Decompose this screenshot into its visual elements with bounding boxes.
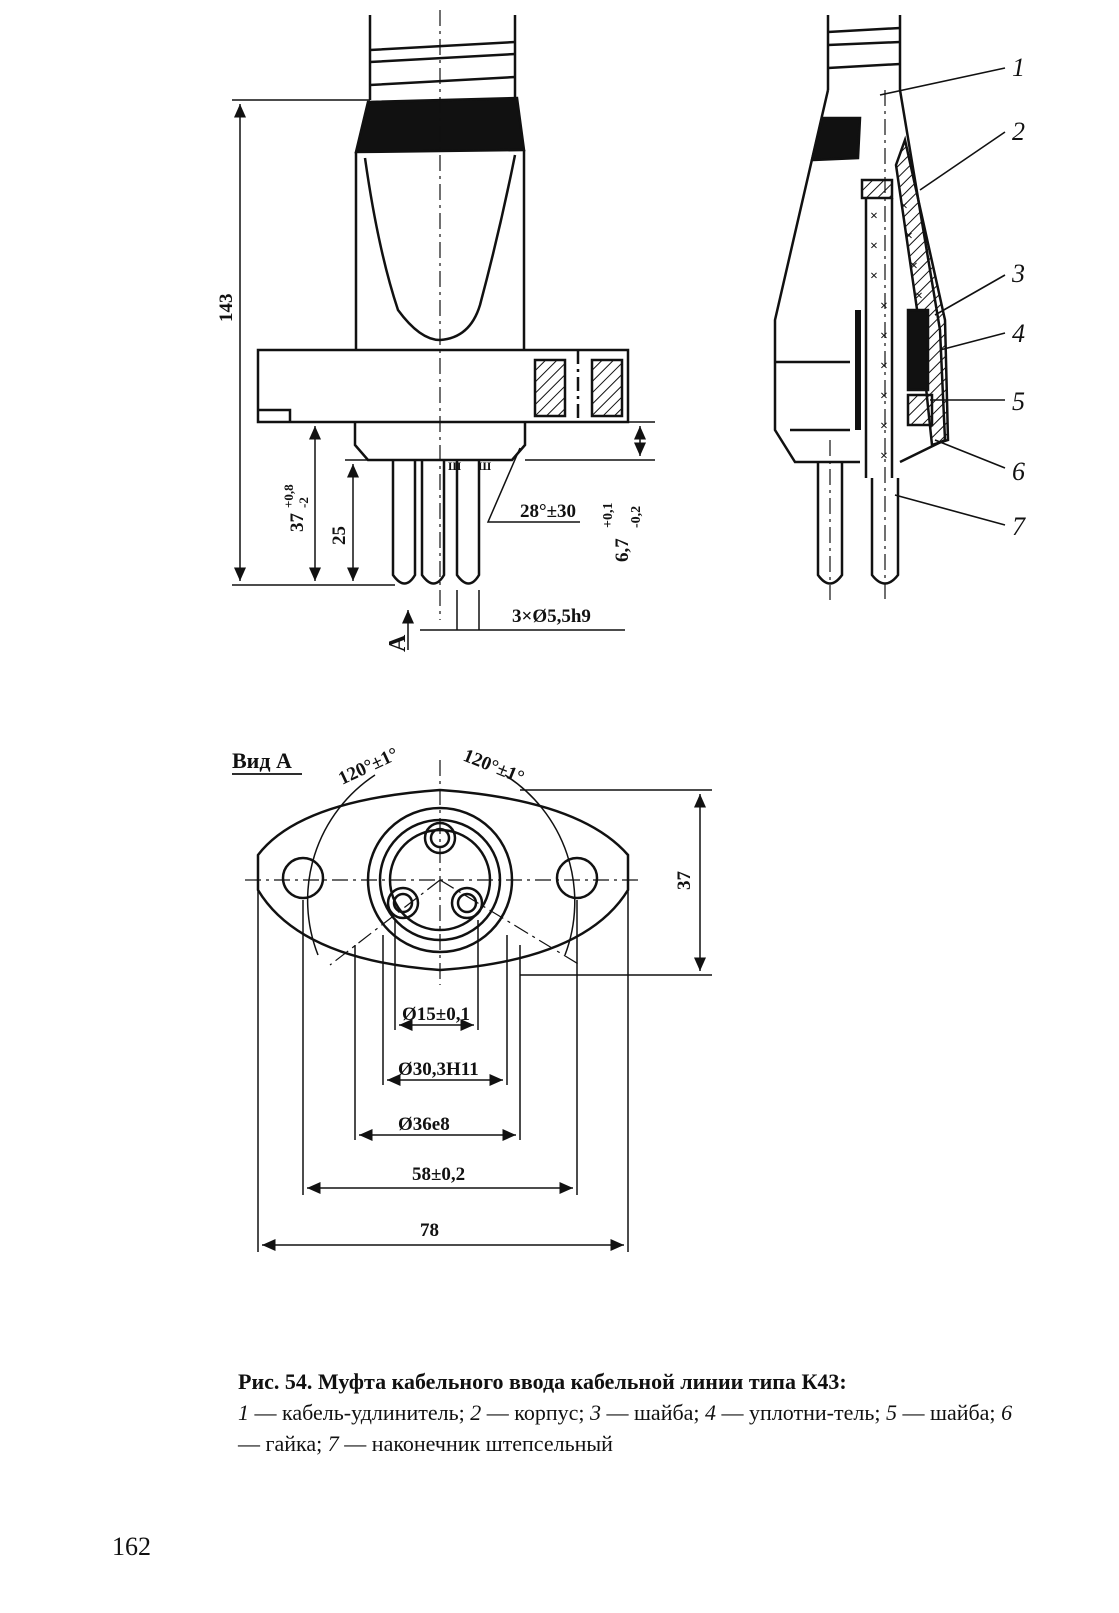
dim-v37: 37 [674,871,695,891]
figure-caption: Рис. 54. Муфта кабельного ввода кабельно… [238,1366,1038,1459]
legend-text: — шайба; [897,1400,1002,1425]
dim-pins: 3×Ø5,5h9 [512,606,591,627]
dim-37-tol-bot: -2 [296,497,311,508]
svg-text:×: × [900,199,908,214]
svg-text:×: × [870,239,878,254]
side-section-view [773,15,950,600]
legend-text: — уплотни-тель; [716,1400,886,1425]
svg-text:Ш: Ш [478,459,491,473]
svg-text:Ш: Ш [448,459,461,473]
legend-text: — гайка; [238,1431,328,1456]
dim-angle-right: 120°±1° [460,745,527,788]
dim-25: 25 [329,526,350,545]
svg-text:×: × [880,359,888,374]
front-dimensions [232,99,655,650]
callout-3: 3 [1011,259,1025,288]
dim-angle: 28°±30 [520,501,576,522]
callout-5: 5 [1012,387,1025,416]
dim-d15: Ø15±0,1 [402,1004,470,1025]
svg-text:×: × [910,259,918,274]
caption-legend: 1 — кабель-удлинитель; 2 — корпус; 3 — ш… [238,1397,1038,1459]
legend-num: 3 [589,1400,601,1425]
dim-d36: Ø36e8 [398,1114,450,1135]
svg-text:×: × [880,329,888,344]
callout-6: 6 [1012,457,1025,486]
legend-num: 2 [470,1400,482,1425]
dim-angle-left: 120°±1° [335,744,402,790]
side-crosses: ××× ××× ××× ××× × [870,199,923,464]
svg-text:×: × [880,299,888,314]
callout-2: 2 [1012,117,1025,146]
dim-78: 78 [420,1220,439,1241]
callout-7: 7 [1012,512,1026,541]
view-a-centerlines [245,760,640,985]
legend-text: — корпус; [481,1400,590,1425]
view-a [256,774,630,972]
view-a-dimensions [257,789,712,1252]
legend-text: — наконечник штепсельный [338,1431,613,1456]
dim-58: 58±0,2 [412,1164,465,1185]
callout-4: 4 [1012,319,1025,348]
dim-143: 143 [216,294,237,323]
legend-text: — шайба; [600,1400,706,1425]
dim-6-7-tol-top: +0,1 [601,503,616,528]
legend-num: 6 [1001,1400,1013,1425]
front-view [256,10,630,620]
dim-6-7-tol-bot: -0,2 [629,506,644,528]
legend-num: 7 [327,1431,339,1456]
page-number: 162 [112,1532,151,1561]
legend-num: 4 [705,1400,717,1425]
svg-text:×: × [905,229,913,244]
legend-num: 1 [238,1400,249,1425]
dim-6-7: 6,7 [612,538,633,562]
svg-text:×: × [870,269,878,284]
dim-37: 37 [287,513,308,533]
legend-text: — кабель-удлинитель; [249,1400,471,1425]
svg-text:×: × [880,449,888,464]
view-arrow-label: А [385,634,411,652]
legend-num: 5 [886,1400,897,1425]
svg-text:×: × [880,419,888,434]
svg-text:×: × [880,389,888,404]
callout-1: 1 [1012,53,1025,82]
svg-text:×: × [870,209,878,224]
dim-d30-3: Ø30,3Н11 [398,1059,479,1080]
svg-text:×: × [915,289,923,304]
view-a-title: Вид А [232,748,292,773]
caption-title: Рис. 54. Муфта кабельного ввода кабельно… [238,1369,847,1394]
callouts: 1 2 3 4 5 6 7 [1011,53,1026,541]
leader-lines [879,67,1006,526]
dim-37-tol-top: +0,8 [281,484,296,508]
